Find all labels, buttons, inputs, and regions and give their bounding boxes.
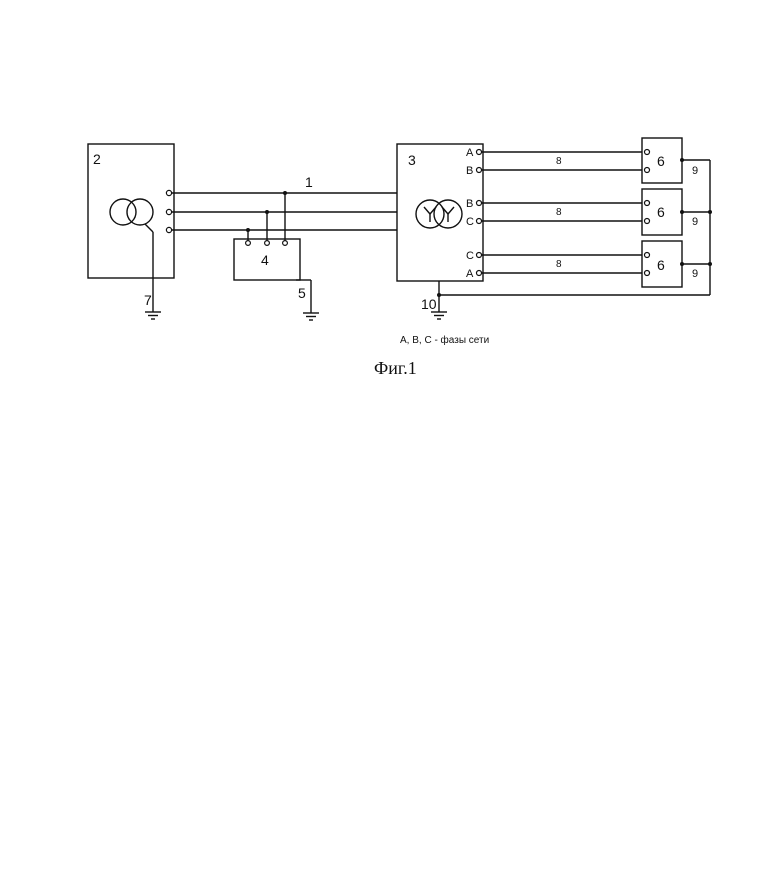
device-label: 4 — [261, 252, 269, 268]
unit-label: 6 — [657, 153, 665, 169]
phase-note: А, В, С - фазы сети — [400, 334, 489, 346]
return-link-label: 9 — [692, 268, 698, 280]
source-transformer-label: 2 — [93, 151, 101, 167]
unit-blocks: 6 6 6 — [642, 138, 682, 287]
return-link-label: 9 — [692, 216, 698, 228]
load-ground-label: 10 — [421, 296, 437, 312]
unit-label: 6 — [657, 204, 665, 220]
figure-caption: Фиг.1 — [374, 358, 417, 378]
source-ground-label: 7 — [144, 292, 152, 308]
load-transformer-label: 3 — [408, 152, 416, 168]
terminal-label: C — [466, 216, 474, 228]
line-label: 1 — [305, 174, 313, 190]
return-links: 9 9 9 — [680, 158, 712, 295]
terminal-label: C — [466, 250, 474, 262]
return-link-label: 9 — [692, 165, 698, 177]
terminal-label: B — [466, 165, 473, 177]
device-block: 4 5 — [234, 191, 319, 320]
terminal-label: B — [466, 198, 473, 210]
terminal-label: A — [466, 268, 474, 280]
source-transformer-block: 2 — [88, 144, 174, 312]
terminal-label: A — [466, 147, 474, 159]
phase-links: 8 8 8 — [477, 150, 650, 276]
unit-label: 6 — [657, 257, 665, 273]
phase-link-label: 8 — [556, 156, 562, 167]
phase-link-label: 8 — [556, 259, 562, 270]
phase-link-label: 8 — [556, 207, 562, 218]
device-ground-label: 5 — [298, 285, 306, 301]
